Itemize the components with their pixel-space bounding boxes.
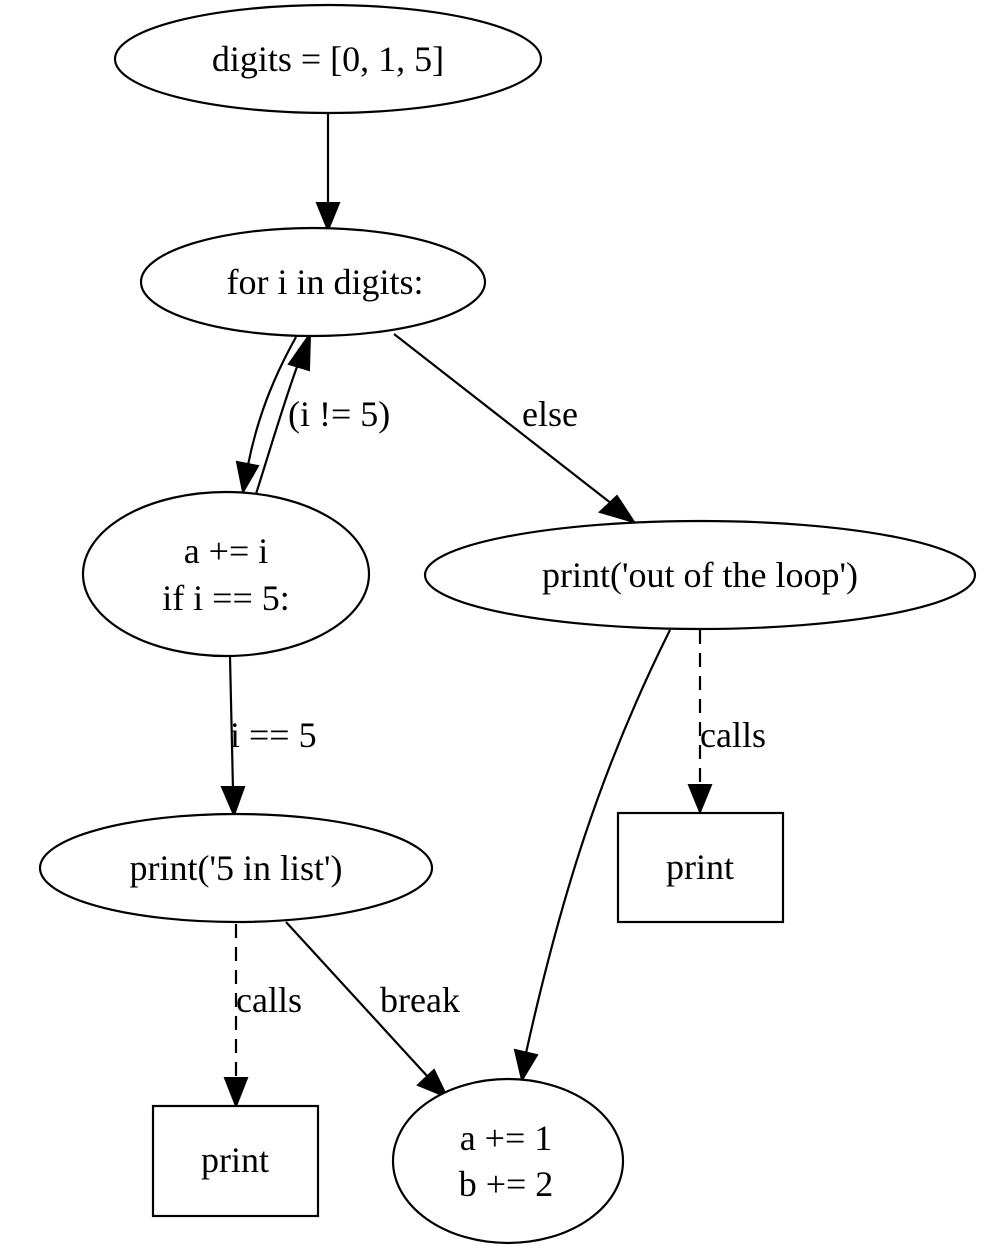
edge-for-to-loop-body	[235, 336, 297, 495]
edge-out-loop-to-final	[513, 629, 671, 1083]
node-digits-assign: digits = [0, 1, 5]	[113, 3, 543, 115]
node-label: digits = [0, 1, 5]	[212, 39, 444, 79]
node-print-5-in-list: print('5 in list')	[38, 812, 434, 924]
edge-label-break: break	[380, 980, 460, 1020]
node-for-loop: for i in digits:	[139, 226, 487, 338]
node-loop-body: a += i if i == 5:	[81, 490, 371, 658]
node-label: print('5 in list')	[130, 848, 343, 888]
edge-break	[285, 921, 450, 1099]
node-label-line1: a += 1	[460, 1118, 553, 1158]
node-print-out-of-loop: print('out of the loop')	[423, 519, 977, 631]
node-print-call-left: print	[151, 1104, 320, 1218]
edge-else	[393, 333, 637, 524]
node-label-line2: b += 2	[459, 1164, 554, 1204]
edge-digits-to-for	[315, 113, 341, 233]
node-label-line1: a += i	[184, 531, 269, 571]
edge-calls-left	[223, 924, 249, 1109]
node-final-block: a += 1 b += 2	[391, 1077, 625, 1245]
node-label-line2: if i == 5:	[162, 578, 290, 618]
edge-calls-right	[687, 630, 713, 815]
node-label: print('out of the loop')	[542, 555, 858, 595]
edge-label-else: else	[522, 394, 578, 434]
edge-label-calls-right: calls	[700, 715, 766, 755]
node-label: print	[666, 847, 734, 887]
edge-label-loop-condition: (i != 5)	[288, 394, 390, 434]
node-print-call-right: print	[616, 811, 785, 924]
edge-label-calls-left: calls	[236, 980, 302, 1020]
node-label: for i in digits:	[227, 262, 424, 302]
edge-loop-back	[254, 330, 312, 495]
node-label: print	[201, 1140, 269, 1180]
edge-label-if-true: i == 5	[230, 715, 317, 755]
edge-if-true	[220, 656, 246, 818]
